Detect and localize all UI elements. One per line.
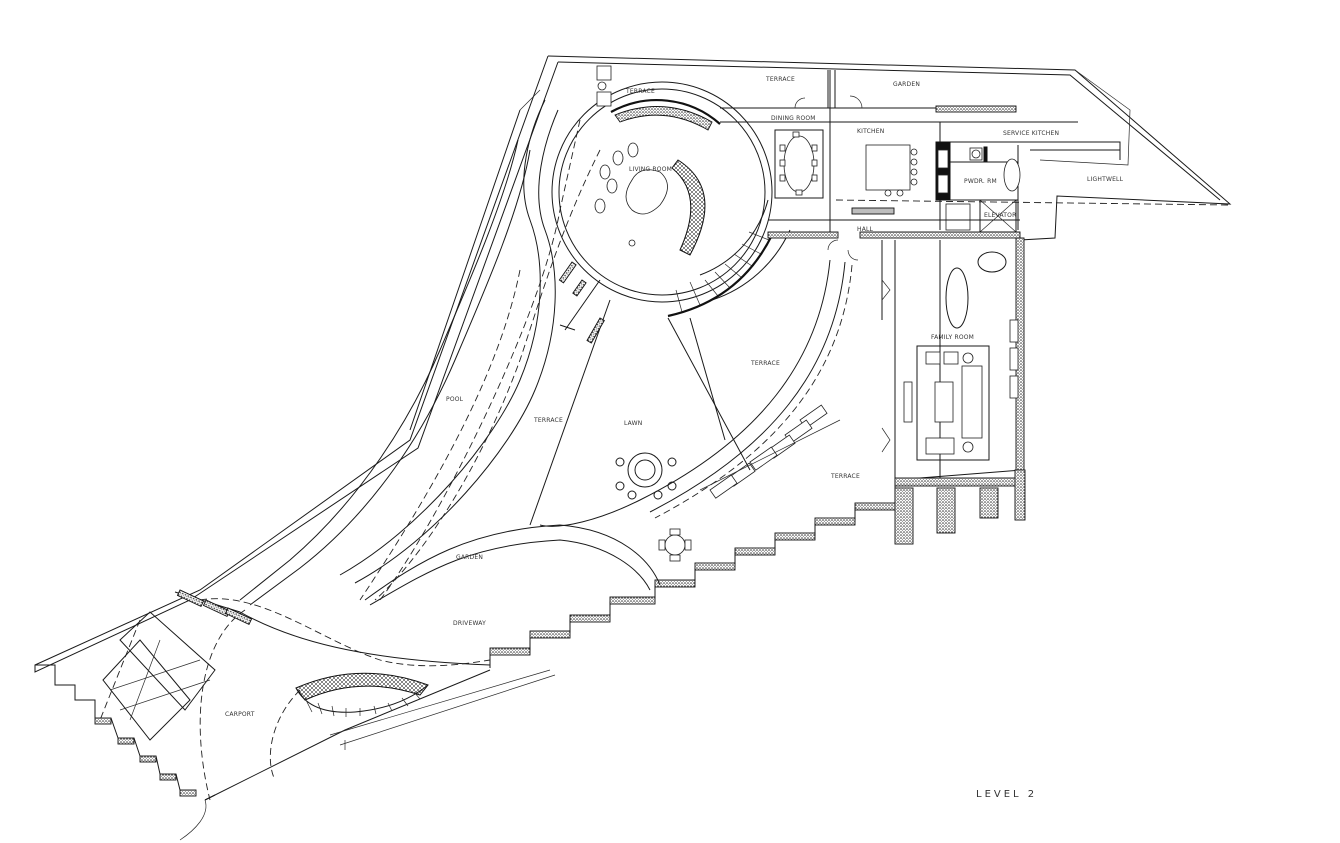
label-living-room: LIVING ROOM [629, 166, 672, 173]
label-carport: CARPORT [225, 711, 255, 718]
dining-room [720, 70, 940, 199]
label-pool: POOL [446, 396, 464, 403]
label-family-room: FAMILY ROOM [931, 334, 974, 341]
level-title: LEVEL 2 [976, 789, 1037, 800]
room-labels: TERRACE TERRACE GARDEN DINING ROOM KITCH… [225, 76, 1124, 718]
label-garden-mid: GARDEN [456, 554, 483, 561]
label-terrace-north: TERRACE [765, 76, 795, 83]
living-room [551, 81, 791, 331]
label-driveway: DRIVEWAY [453, 620, 486, 627]
hall [767, 219, 1021, 480]
stepped-wall [489, 469, 1026, 668]
label-lightwell: LIGHTWELL [1087, 176, 1124, 183]
label-service-kitchen: SERVICE KITCHEN [1003, 130, 1059, 137]
label-terrace-east: TERRACE [750, 360, 780, 367]
label-terrace-top: TERRACE [625, 88, 655, 95]
site-outline [34, 55, 1232, 673]
terrace-chairs [596, 65, 612, 107]
kitchen [829, 70, 1017, 238]
pool [239, 99, 559, 606]
family-room [881, 237, 1025, 479]
label-hall: HALL [857, 226, 874, 233]
label-pwdr-rm: PWDR. RM [964, 178, 997, 185]
service-kitchen [935, 121, 1121, 233]
label-terrace-south: TERRACE [830, 473, 860, 480]
label-elevator: ELEVATOR [984, 212, 1016, 219]
label-kitchen: KITCHEN [857, 128, 884, 135]
label-dining-room: DINING ROOM [771, 115, 816, 122]
label-terrace-west: TERRACE [533, 417, 563, 424]
label-garden-top: GARDEN [893, 81, 920, 88]
lawn-garden [364, 299, 751, 606]
label-lawn: LAWN [624, 420, 642, 427]
driveway-carport [35, 261, 605, 841]
dashed-lines [99, 119, 1229, 801]
east-terrace [539, 259, 853, 527]
